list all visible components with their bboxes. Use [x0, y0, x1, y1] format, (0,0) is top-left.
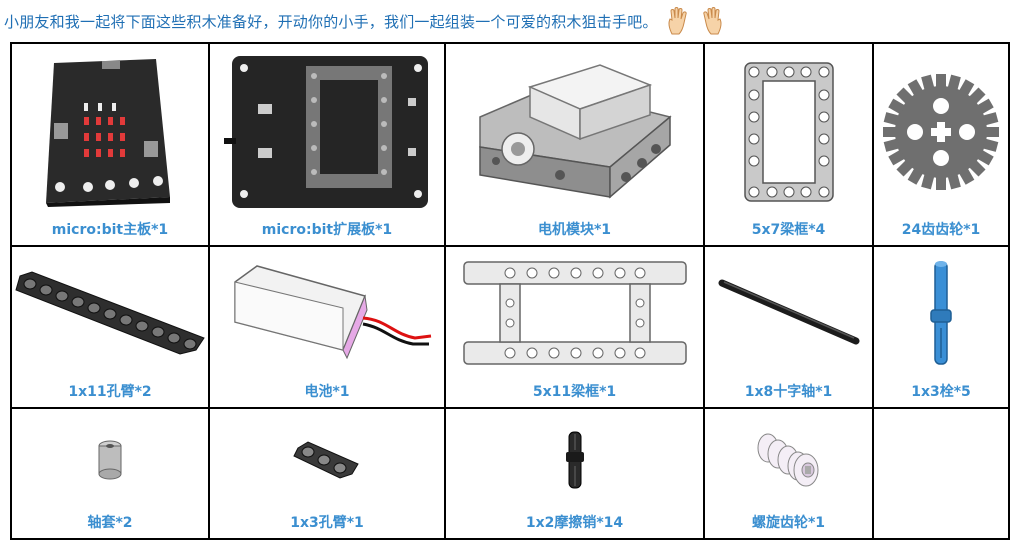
part-label: 24齿齿轮*1 [901, 222, 981, 238]
part-label: 5x11梁框*1 [532, 384, 617, 400]
part-label: 5x7梁框*4 [751, 222, 826, 238]
part-cell-pin-1x3: 1x3栓*5 [874, 245, 1008, 407]
table-row: 轴套*2 1x3孔臂*1 [12, 407, 1008, 538]
hand-icon [666, 6, 694, 36]
table-row: micro:bit主板*1 [12, 44, 1008, 247]
part-cell-expansion-board: micro:bit扩展板*1 [210, 44, 446, 245]
part-label: micro:bit主板*1 [51, 222, 169, 238]
parts-table: micro:bit主板*1 [10, 42, 1010, 540]
part-cell-worm-gear: 螺旋齿轮*1 [705, 407, 874, 538]
part-cell-microbit: micro:bit主板*1 [12, 44, 210, 245]
part-label: 1x3孔臂*1 [290, 515, 364, 531]
bushing-icon [12, 407, 208, 512]
beam-frame-5x11-icon [446, 245, 703, 381]
friction-pin-icon [446, 407, 703, 512]
part-cell-gear-24: 24齿齿轮*1 [874, 44, 1008, 245]
part-cell-motor-module: 电机模块*1 [446, 44, 705, 245]
pin-1x3-icon [874, 245, 1008, 381]
cross-axle-icon [705, 245, 872, 381]
hands-group [666, 6, 724, 36]
part-label: 电机模块*1 [537, 222, 612, 238]
gear-24-icon [874, 44, 1008, 219]
part-cell-beam-1x11: 1x11孔臂*2 [12, 245, 210, 407]
beam-1x11-icon [12, 245, 208, 381]
part-cell-beam-frame-5x11: 5x11梁框*1 [446, 245, 705, 407]
part-cell-bushing: 轴套*2 [12, 407, 210, 538]
part-cell-beam-frame-5x7: 5x7梁框*4 [705, 44, 874, 245]
part-label: 1x2摩擦销*14 [525, 515, 624, 531]
part-label: micro:bit扩展板*1 [261, 222, 393, 238]
expansion-board-icon [210, 44, 444, 219]
part-cell-friction-pin: 1x2摩擦销*14 [446, 407, 705, 538]
part-cell-cross-axle: 1x8十字轴*1 [705, 245, 874, 407]
motor-module-icon [446, 44, 703, 219]
part-label: 1x8十字轴*1 [744, 384, 833, 400]
beam-1x3-icon [210, 407, 444, 512]
beam-frame-5x7-icon [705, 44, 872, 219]
part-cell-empty [874, 407, 1008, 538]
part-cell-battery: 电池*1 [210, 245, 446, 407]
part-label: 电池*1 [304, 384, 350, 400]
microbit-board-icon [12, 44, 208, 219]
part-label: 1x11孔臂*2 [68, 384, 152, 400]
part-cell-beam-1x3: 1x3孔臂*1 [210, 407, 446, 538]
part-label: 螺旋齿轮*1 [751, 515, 826, 531]
hand-icon [696, 6, 724, 36]
page-header: 小朋友和我一起将下面这些积木准备好，开动你的小手，我们一起组装一个可爱的积木狙击… [4, 4, 724, 38]
part-label: 轴套*2 [87, 515, 133, 531]
battery-icon [210, 245, 444, 381]
header-text: 小朋友和我一起将下面这些积木准备好，开动你的小手，我们一起组装一个可爱的积木狙击… [4, 12, 658, 31]
table-row: 1x11孔臂*2 电池*1 [12, 245, 1008, 409]
worm-gear-icon [705, 407, 872, 512]
part-label: 1x3栓*5 [911, 384, 971, 400]
